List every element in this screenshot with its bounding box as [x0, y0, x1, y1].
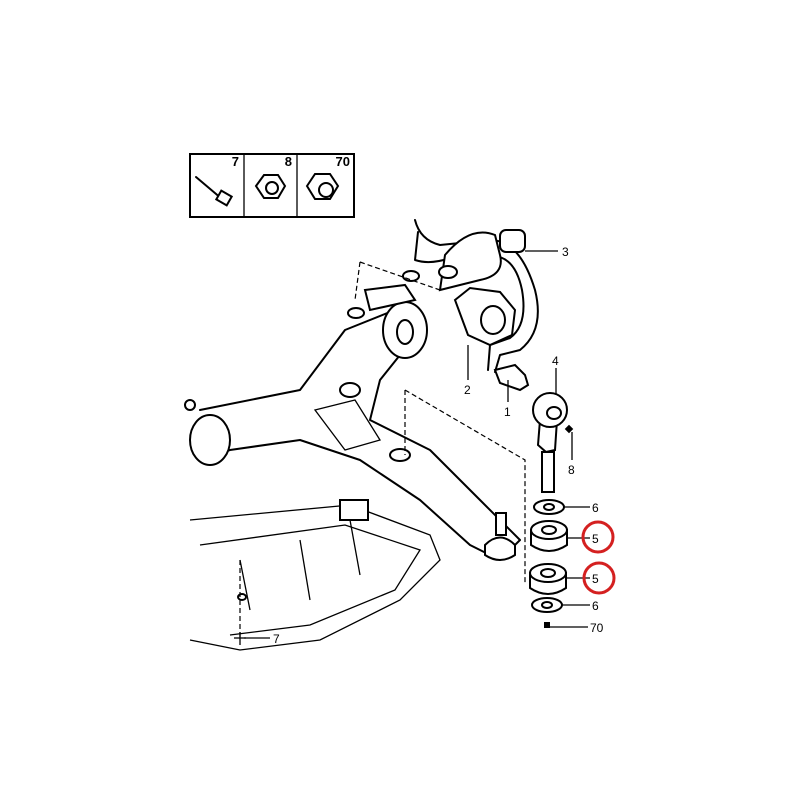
callout-3: 3 — [562, 245, 569, 259]
bar-bushing — [453, 286, 517, 347]
bar-clamp — [438, 229, 526, 292]
callout-8: 8 — [568, 463, 575, 477]
lower-control-arm — [184, 270, 521, 561]
washer-upper — [533, 499, 565, 515]
rubber-bushing-upper — [530, 520, 568, 552]
callout-5-lower: 5 — [592, 572, 599, 586]
callout-5-upper: 5 — [592, 532, 599, 546]
callout-6-lower: 6 — [592, 599, 599, 613]
stabilizer-bar — [414, 219, 539, 392]
callout-6-upper: 6 — [592, 501, 599, 515]
lock-nut-icon — [305, 173, 340, 200]
callout-4: 4 — [552, 354, 559, 368]
parts-legend: 7 8 70 — [189, 153, 355, 218]
rubber-bushing-lower — [529, 563, 567, 595]
legend-label-8: 8 — [285, 154, 292, 169]
bolt-icon — [195, 176, 234, 207]
washer-lower — [531, 597, 563, 613]
highlight-circle-upper — [581, 520, 615, 554]
drop-link — [532, 392, 574, 493]
subframe — [189, 499, 441, 651]
legend-label-70: 70 — [336, 154, 350, 169]
callout-70: 70 — [590, 621, 604, 635]
callout-2: 2 — [464, 383, 471, 397]
highlight-circle-lower — [582, 561, 616, 595]
callout-1: 1 — [504, 405, 511, 419]
lock-nut-marker — [544, 622, 550, 628]
callout-7: 7 — [273, 632, 280, 646]
nut-icon — [254, 174, 287, 199]
legend-label-7: 7 — [232, 154, 239, 169]
